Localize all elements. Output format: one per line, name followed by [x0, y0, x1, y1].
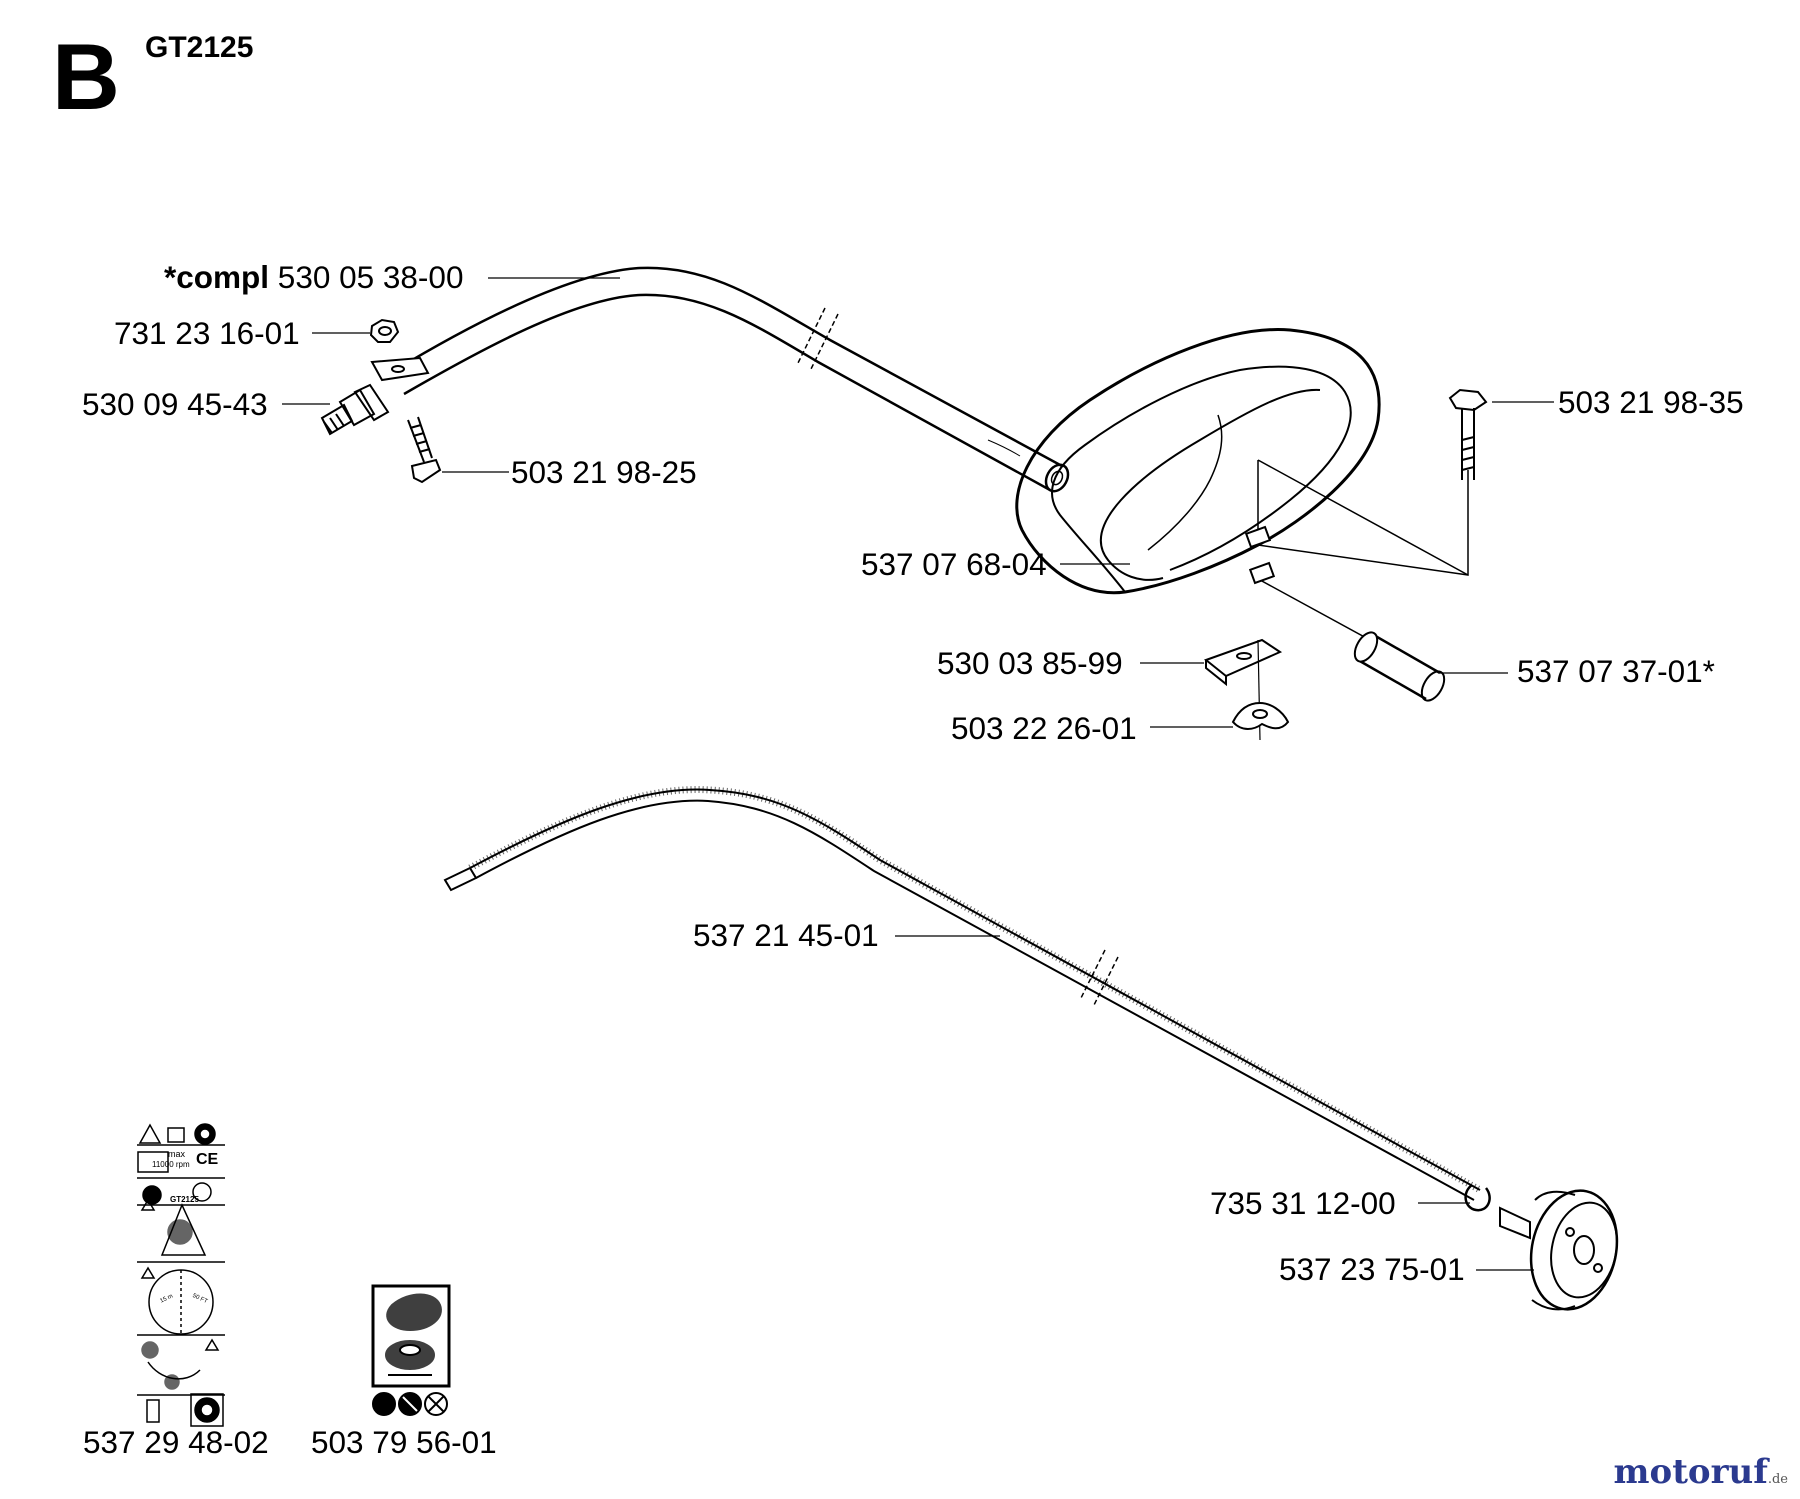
decal-rpm-value: 11000 rpm	[152, 1160, 190, 1169]
callout-shaft-compl: *compl 530 05 38-00	[164, 259, 464, 295]
part-number-bolt-right: 503 21 98-35	[1558, 384, 1744, 420]
clamp-part	[1206, 640, 1280, 740]
shaft-tube	[392, 268, 1072, 495]
part-number-clamp: 530 03 85-99	[937, 645, 1123, 681]
coupling-part	[322, 358, 428, 434]
part-number-handle-sleeve: 537 07 37-01*	[1517, 653, 1715, 689]
handle-sleeve-part	[1350, 629, 1449, 705]
clutch-drum-part	[1500, 1183, 1628, 1318]
decal-set-drawing	[137, 1124, 225, 1426]
decal-rpm-max: max	[168, 1149, 186, 1159]
bolt-left-part	[408, 417, 440, 482]
nut-part	[371, 320, 398, 342]
part-number-nut: 731 23 16-01	[114, 315, 300, 351]
part-number-handle: 537 07 68-04	[861, 546, 1047, 582]
leader-lines	[282, 278, 1554, 1270]
part-number-drive-shaft: 537 21 45-01	[693, 917, 879, 953]
watermark-tld: .de	[1767, 1472, 1788, 1487]
decal-model-tag: GT2125	[170, 1195, 199, 1204]
part-number-decal-set: 537 29 48-02	[83, 1424, 269, 1460]
part-number-shaft: 530 05 38-00	[277, 259, 464, 295]
watermark-name: motoruf	[1613, 1452, 1768, 1492]
bolt-right-part	[1450, 390, 1486, 480]
part-number-coupling: 530 09 45-43	[82, 386, 268, 422]
wing-nut-part	[1233, 703, 1288, 729]
circlip-part	[1466, 1185, 1490, 1210]
part-number-clutch-drum: 537 23 75-01	[1279, 1251, 1465, 1287]
section-letter: B	[52, 24, 120, 129]
part-number-decal-head: 503 79 56-01	[311, 1424, 497, 1460]
model-title: GT2125	[145, 31, 254, 64]
part-number-circlip: 735 31 12-00	[1210, 1185, 1396, 1221]
part-number-bolt-left: 503 21 98-25	[511, 454, 697, 490]
loop-handle-part	[1017, 330, 1468, 640]
watermark-brand: motoruf.de	[1614, 1455, 1788, 1489]
drive-shaft-part	[445, 790, 1480, 1200]
decal-head-drawing	[373, 1286, 449, 1415]
compl-prefix: *compl	[164, 259, 270, 295]
decal-ce-mark: CE	[196, 1151, 219, 1168]
part-number-wing-nut: 503 22 26-01	[951, 710, 1137, 746]
